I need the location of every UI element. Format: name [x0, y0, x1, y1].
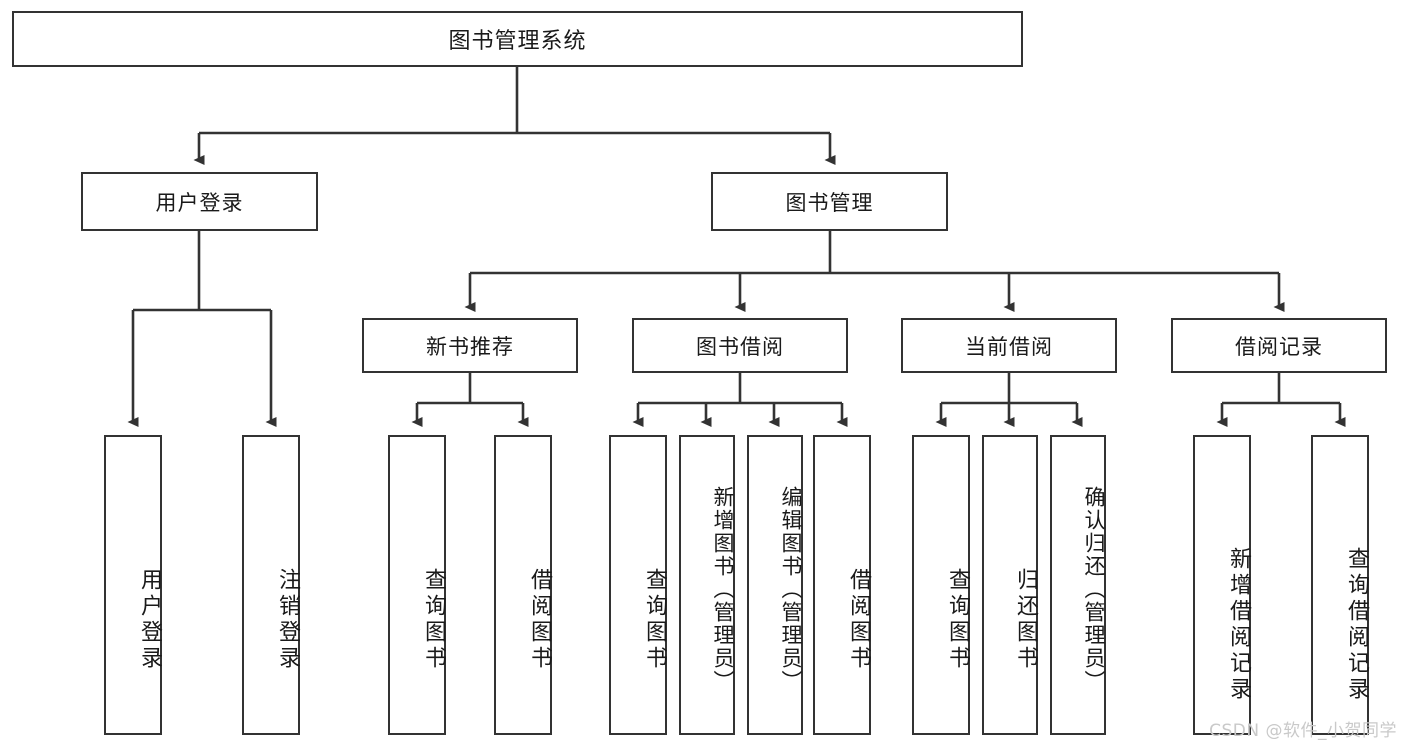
- leaf-book-borrow-add[interactable]: 新增图书（管理员）: [679, 435, 735, 735]
- node-label: 注销登录: [275, 568, 300, 672]
- leaf-current-borrow-return[interactable]: 归还图书: [982, 435, 1038, 735]
- node-root-system[interactable]: 图书管理系统: [12, 11, 1023, 67]
- node-label: 确认归还（管理员）: [1082, 485, 1106, 693]
- node-label: 图书借阅: [696, 334, 784, 359]
- node-borrow-record[interactable]: 借阅记录: [1171, 318, 1387, 373]
- leaf-borrow-record-add[interactable]: 新增借阅记录: [1193, 435, 1251, 735]
- node-user-login[interactable]: 用户登录: [81, 172, 318, 231]
- node-label: 新增借阅记录: [1226, 547, 1251, 703]
- leaf-user-login-logout[interactable]: 注销登录: [242, 435, 300, 735]
- leaf-borrow-record-query[interactable]: 查询借阅记录: [1311, 435, 1369, 735]
- node-label: 借阅图书: [527, 568, 552, 672]
- node-label: 图书管理: [785, 190, 874, 215]
- node-label: 用户登录: [137, 568, 162, 672]
- node-label: 查询图书: [421, 568, 446, 672]
- leaf-new-book-query[interactable]: 查询图书: [388, 435, 446, 735]
- node-current-borrow[interactable]: 当前借阅: [901, 318, 1117, 373]
- leaf-book-borrow-edit[interactable]: 编辑图书（管理员）: [747, 435, 803, 735]
- node-new-book-recommend[interactable]: 新书推荐: [362, 318, 578, 373]
- node-label: 图书管理系统: [448, 29, 587, 54]
- node-label: 借阅图书: [846, 568, 871, 672]
- leaf-current-borrow-confirm-return[interactable]: 确认归还（管理员）: [1050, 435, 1106, 735]
- leaf-current-borrow-query[interactable]: 查询图书: [912, 435, 970, 735]
- node-label: 借阅记录: [1235, 334, 1323, 359]
- node-book-borrow[interactable]: 图书借阅: [632, 318, 848, 373]
- node-label: 查询图书: [642, 568, 667, 672]
- node-label: 编辑图书（管理员）: [779, 485, 803, 693]
- leaf-new-book-borrow[interactable]: 借阅图书: [494, 435, 552, 735]
- node-label: 当前借阅: [965, 334, 1053, 359]
- leaf-book-borrow-borrow[interactable]: 借阅图书: [813, 435, 871, 735]
- node-label: 查询图书: [945, 568, 970, 672]
- watermark-text: CSDN @软件_小贺同学: [1209, 721, 1397, 741]
- node-label: 新书推荐: [426, 334, 514, 359]
- node-label: 归还图书: [1013, 568, 1038, 672]
- node-label: 新增图书（管理员）: [711, 485, 735, 693]
- leaf-user-login-login[interactable]: 用户登录: [104, 435, 162, 735]
- node-book-management[interactable]: 图书管理: [711, 172, 948, 231]
- node-label: 查询借阅记录: [1344, 547, 1369, 703]
- leaf-book-borrow-query[interactable]: 查询图书: [609, 435, 667, 735]
- node-label: 用户登录: [155, 190, 244, 215]
